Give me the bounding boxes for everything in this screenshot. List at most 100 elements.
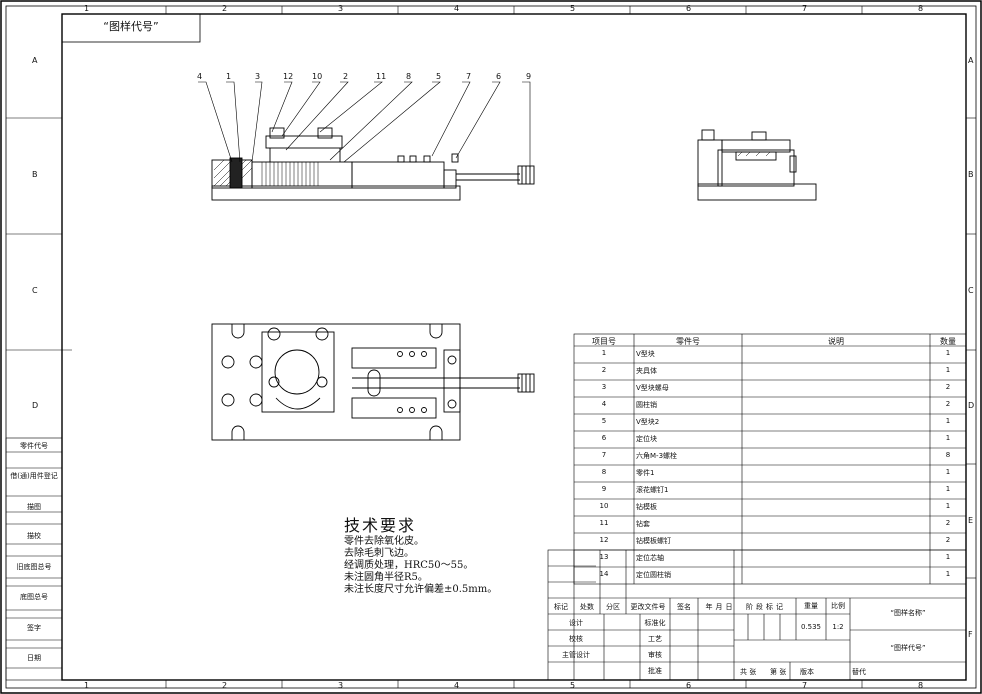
weight-value: 0.535 bbox=[800, 623, 822, 631]
balloon-9: 9 bbox=[526, 72, 531, 81]
bom-cell-qty: 1 bbox=[945, 553, 951, 561]
left-strip-signature: 签字 bbox=[27, 624, 41, 632]
zone-row-label-f-right: F bbox=[968, 630, 973, 639]
zone-row-label-d: D bbox=[32, 401, 39, 410]
drawing-title-text: “图样代号” bbox=[103, 20, 159, 33]
rev-header-month: 月 bbox=[715, 603, 723, 611]
rev-header-sign: 签名 bbox=[677, 603, 691, 611]
bom-cell-item-no: 3 bbox=[601, 383, 607, 391]
zone-col-label-3-bottom: 3 bbox=[338, 681, 344, 690]
left-strip-old-base-no: 旧底图总号 bbox=[16, 563, 52, 571]
zone-row-label-e-right: E bbox=[968, 516, 974, 525]
bom-header-part-no: 零件号 bbox=[676, 337, 700, 346]
drawing-code: “图样代号” bbox=[890, 644, 926, 652]
drawing-title-box: “图样代号” bbox=[62, 18, 200, 34]
bom-cell-part-name: 钻套 bbox=[636, 520, 650, 528]
zone-col-label-5: 5 bbox=[570, 4, 576, 13]
zone-col-label-4-bottom: 4 bbox=[454, 681, 460, 690]
bom-cell-item-no: 4 bbox=[601, 400, 607, 408]
left-strip-part-code: 零件代号 bbox=[20, 442, 48, 450]
bom-cell-qty: 8 bbox=[945, 451, 951, 459]
balloon-leaders bbox=[198, 81, 531, 168]
balloon-12: 12 bbox=[283, 72, 293, 81]
zone-row-label-d-right: D bbox=[968, 401, 975, 410]
bom-cell-item-no: 2 bbox=[601, 366, 607, 374]
bom-cell-part-name: V型块2 bbox=[636, 418, 660, 426]
left-strip-trace-check: 描校 bbox=[27, 532, 41, 540]
zone-row-label-b-right: B bbox=[968, 170, 974, 179]
zone-col-label-4: 4 bbox=[454, 4, 460, 13]
stage-mark-label: 阶段标记 bbox=[746, 603, 786, 611]
rev-header-day: 日 bbox=[725, 603, 733, 611]
rev-header-change-doc: 更改文件号 bbox=[630, 603, 666, 611]
bom-cell-qty: 1 bbox=[945, 417, 951, 425]
title-block-grid bbox=[547, 549, 967, 681]
role-process: 工艺 bbox=[648, 635, 662, 643]
bom-cell-qty: 1 bbox=[945, 485, 951, 493]
balloon-7: 7 bbox=[466, 72, 471, 81]
bom-cell-part-name: 定位芯轴 bbox=[636, 554, 664, 562]
left-strip-base-no: 底图总号 bbox=[20, 593, 48, 601]
bom-cell-item-no: 7 bbox=[601, 451, 607, 459]
bom-cell-part-name: 滚花螺钉1 bbox=[636, 486, 669, 494]
bom-header-item-no: 项目号 bbox=[592, 337, 616, 346]
zone-row-label-a-right: A bbox=[968, 56, 974, 65]
tech-requirement-1: 零件去除氧化皮。 bbox=[344, 536, 424, 547]
balloon-6: 6 bbox=[496, 72, 501, 81]
bom-cell-item-no: 1 bbox=[601, 349, 607, 357]
scale-value: 1:2 bbox=[832, 623, 844, 631]
bom-cell-qty: 1 bbox=[945, 366, 951, 374]
bom-cell-item-no: 9 bbox=[601, 485, 607, 493]
zone-col-label-1: 1 bbox=[84, 4, 90, 13]
role-approve: 批准 bbox=[648, 667, 662, 675]
tech-requirement-2: 去除毛刺飞边。 bbox=[344, 548, 414, 559]
bom-cell-item-no: 12 bbox=[599, 536, 609, 544]
rev-header-count: 处数 bbox=[580, 603, 594, 611]
role-check: 校核 bbox=[569, 635, 583, 643]
zone-col-label-6-bottom: 6 bbox=[686, 681, 692, 690]
left-strip-table bbox=[5, 437, 63, 681]
bom-cell-qty: 1 bbox=[945, 434, 951, 442]
tech-requirements: 技术要求 零件去除氧化皮。 去除毛刺飞边。 经调质处理，HRC50～55。 未注… bbox=[344, 512, 497, 596]
zone-row-label-c: C bbox=[32, 286, 38, 295]
bom-cell-part-name: 定位圆柱销 bbox=[636, 571, 671, 579]
tech-requirements-title: 技术要求 bbox=[344, 516, 417, 535]
bom-cell-item-no: 14 bbox=[599, 570, 609, 578]
weight-label: 重量 bbox=[804, 602, 818, 610]
balloon-1: 1 bbox=[226, 72, 231, 81]
tech-requirement-3: 经调质处理，HRC50～55。 bbox=[344, 560, 474, 571]
sheets-total: 共 张 bbox=[740, 668, 757, 676]
rev-header-zone: 分区 bbox=[606, 603, 620, 611]
zone-row-label-b: B bbox=[32, 170, 38, 179]
bom-header-qty: 数量 bbox=[940, 337, 956, 346]
zone-col-label-7: 7 bbox=[802, 4, 808, 13]
bom-table-grid bbox=[573, 333, 967, 585]
bom-cell-item-no: 5 bbox=[601, 417, 607, 425]
bom-cell-item-no: 10 bbox=[599, 502, 609, 510]
front-view-drawing bbox=[211, 127, 535, 201]
bom-cell-part-name: 六角M-3螺栓 bbox=[636, 452, 678, 460]
tech-requirement-4: 未注圆角半径R5。 bbox=[344, 572, 428, 583]
bom-cell-qty: 1 bbox=[945, 468, 951, 476]
bom-header-description: 说明 bbox=[828, 337, 844, 346]
rev-header-year: 年 bbox=[705, 603, 713, 611]
zone-row-label-c-right: C bbox=[968, 286, 974, 295]
zone-col-label-2: 2 bbox=[222, 4, 228, 13]
zone-col-label-3: 3 bbox=[338, 4, 344, 13]
bom-cell-part-name: V型块 bbox=[636, 350, 655, 358]
role-design: 设计 bbox=[569, 619, 583, 627]
zone-col-label-5-bottom: 5 bbox=[570, 681, 576, 690]
zone-top-strip bbox=[6, 6, 976, 688]
balloon-4: 4 bbox=[197, 72, 202, 81]
tech-requirement-5: 未注长度尺寸允许偏差±0.5mm。 bbox=[344, 584, 498, 595]
balloon-labels: 4 1 3 12 10 2 11 8 5 7 6 9 bbox=[197, 72, 531, 81]
bom-cell-part-name: 夹具体 bbox=[636, 367, 657, 375]
bom-cell-qty: 1 bbox=[945, 349, 951, 357]
bom-cell-part-name: 钻模板螺钉 bbox=[636, 537, 671, 545]
zone-row-label-a: A bbox=[32, 56, 38, 65]
scale-label: 比例 bbox=[831, 602, 845, 610]
drawing-name: “图样名称” bbox=[890, 609, 926, 617]
bom-cell-item-no: 6 bbox=[601, 434, 607, 442]
left-strip-tracing: 描图 bbox=[27, 503, 41, 511]
bom-cell-item-no: 8 bbox=[601, 468, 607, 476]
